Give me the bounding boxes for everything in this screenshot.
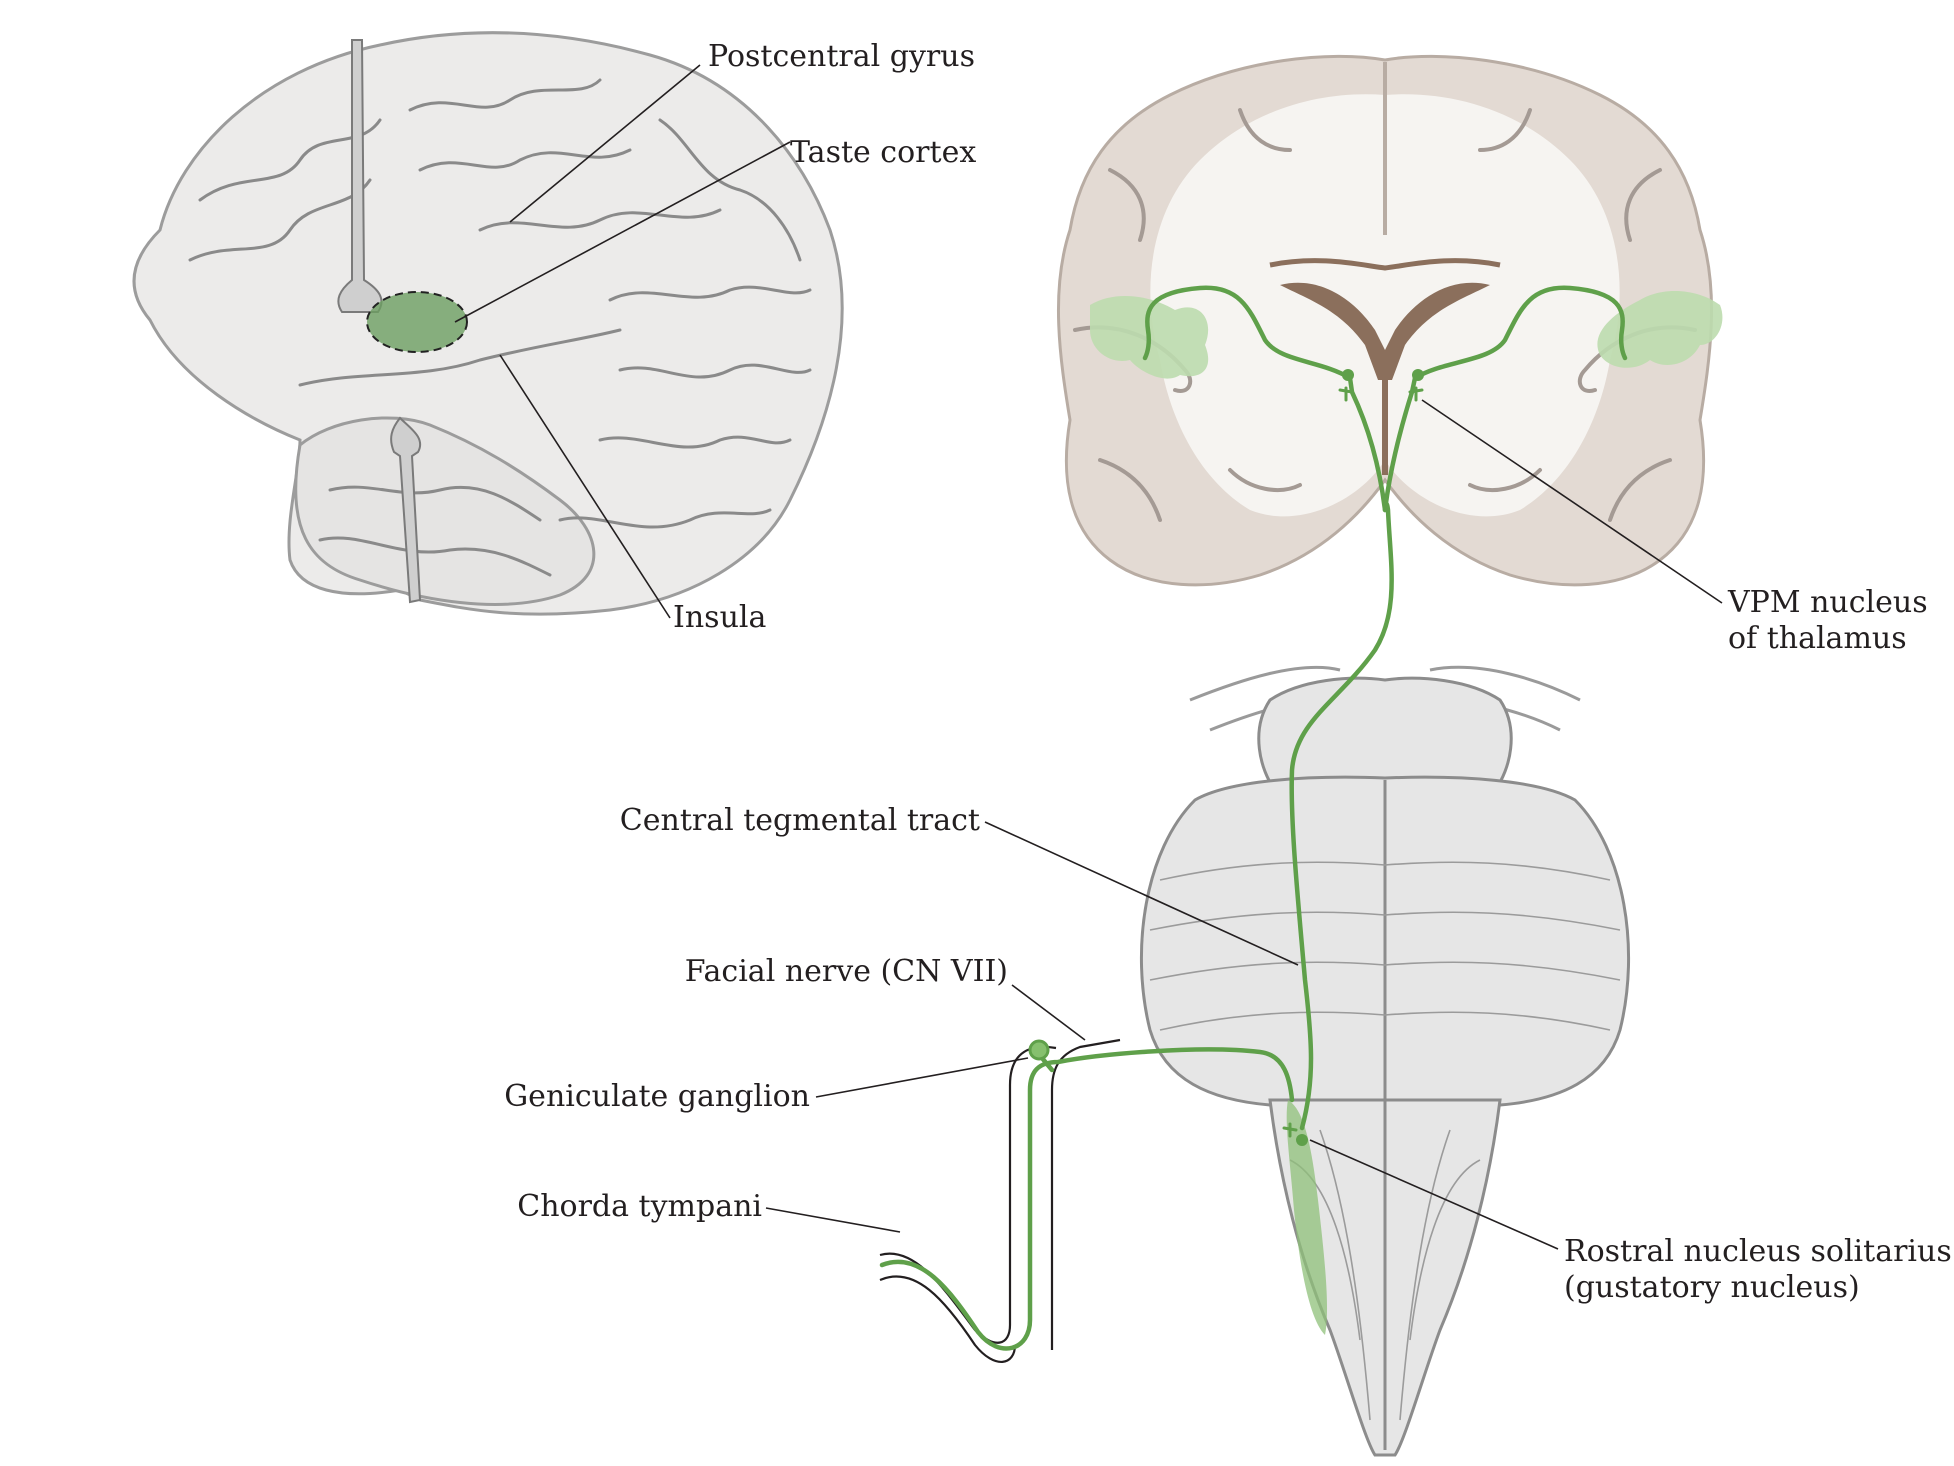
geniculate-ganglion-cell xyxy=(1028,1039,1050,1061)
label-rostral-nucleus-line1: Rostral nucleus solitarius xyxy=(1564,1234,1952,1269)
postcentral-gyrus-leader xyxy=(509,64,701,223)
label-vpm-nucleus-line1: VPM nucleus xyxy=(1727,585,1928,620)
vpm-leader xyxy=(1421,399,1723,604)
insula-leader xyxy=(499,354,671,619)
geniculate-stem xyxy=(1039,1055,1055,1073)
lateral-sulcus xyxy=(298,328,622,387)
label-insula: Insula xyxy=(673,600,766,635)
gyrus-line xyxy=(478,208,722,232)
cortex-fold xyxy=(1108,168,1146,242)
central-tegmental-leader xyxy=(984,821,1299,966)
taste-cortex-area xyxy=(366,291,468,353)
gyrus-line xyxy=(658,118,802,262)
cranial-nerve-fibers xyxy=(1189,665,1581,732)
gustatory-pathway xyxy=(879,285,1628,1351)
label-geniculate-ganglion: Geniculate ganglion xyxy=(504,1079,810,1114)
gyrus-line xyxy=(188,178,372,262)
left-thalamocortical-fibers xyxy=(1142,285,1388,513)
cortex-fold xyxy=(1098,458,1162,522)
label-vpm-nucleus-line2: of thalamus xyxy=(1728,621,1907,656)
gyrus-line xyxy=(328,485,542,522)
label-chorda-tympani: Chorda tympani xyxy=(517,1189,762,1224)
gyrus-line xyxy=(418,148,632,172)
pons-striation xyxy=(1159,861,1611,881)
coronal-white-matter xyxy=(1150,94,1620,517)
cortex-fold xyxy=(1624,168,1662,242)
canal-inner-wall xyxy=(1050,1038,1121,1350)
label-central-tegmental-tract: Central tegmental tract xyxy=(620,803,980,838)
lateral-brain-illustration xyxy=(132,31,844,616)
midbrain xyxy=(1257,676,1513,792)
medulla-striation xyxy=(1399,1129,1451,1421)
taste-cortex-leader xyxy=(454,141,791,323)
cortex-fold xyxy=(1228,468,1302,492)
pons-striation xyxy=(1149,911,1621,931)
solitarius-neuron xyxy=(1296,1134,1308,1146)
pons-striation xyxy=(1149,961,1621,981)
cortex-fold xyxy=(1238,108,1292,152)
chorda-tympani-leader xyxy=(765,1207,901,1233)
labels: Postcentral gyrus Taste cortex Insula VP… xyxy=(504,39,1952,1305)
leader-lines xyxy=(454,64,1723,1250)
pons-striation xyxy=(1159,1011,1611,1031)
brainstem-illustration xyxy=(1140,665,1630,1457)
coronal-section-illustration xyxy=(1056,54,1723,587)
medulla-striation xyxy=(1319,1129,1371,1421)
solitary-nucleus-region xyxy=(1286,1100,1328,1335)
facial-nerve-canal xyxy=(879,1038,1121,1363)
lateral-ventricles xyxy=(1280,282,1490,380)
geniculate-ganglion-leader xyxy=(815,1057,1029,1098)
central-tegmental-tract-path xyxy=(1289,501,1394,1131)
solitarius-synapse xyxy=(1282,1122,1298,1138)
gyrus-line xyxy=(408,78,602,112)
gyrus-line xyxy=(598,435,792,449)
temporal-lobe xyxy=(294,416,596,606)
canal-lower-wall xyxy=(879,1275,1017,1363)
label-facial-nerve: Facial nerve (CN VII) xyxy=(685,954,1008,989)
gyrus-line xyxy=(558,508,772,529)
gyrus-line xyxy=(608,285,812,302)
right-vpm-synapse xyxy=(1408,386,1424,402)
label-taste-cortex: Taste cortex xyxy=(790,135,976,170)
cortex-fold xyxy=(1608,458,1672,522)
left-vpm-neuron xyxy=(1342,369,1354,381)
chorda-tympani-fibers xyxy=(879,1047,1295,1351)
medulla-striation xyxy=(1409,1159,1481,1341)
rostral-nucleus-leader xyxy=(1309,1139,1559,1250)
left-vpm-synapse xyxy=(1338,386,1354,402)
gyrus-line xyxy=(618,363,812,379)
lower-retractor xyxy=(390,416,422,604)
right-insula-taste-region xyxy=(1597,290,1723,368)
cortex-fold xyxy=(1478,108,1532,152)
right-vpm-neuron xyxy=(1412,369,1424,381)
label-rostral-nucleus-line2: (gustatory nucleus) xyxy=(1564,1270,1860,1305)
label-postcentral-gyrus: Postcentral gyrus xyxy=(708,39,975,74)
facial-nerve-leader xyxy=(1011,984,1086,1041)
corpus-callosum xyxy=(1269,258,1501,271)
right-thalamocortical-fibers xyxy=(1382,285,1628,513)
gyrus-line xyxy=(318,536,552,577)
